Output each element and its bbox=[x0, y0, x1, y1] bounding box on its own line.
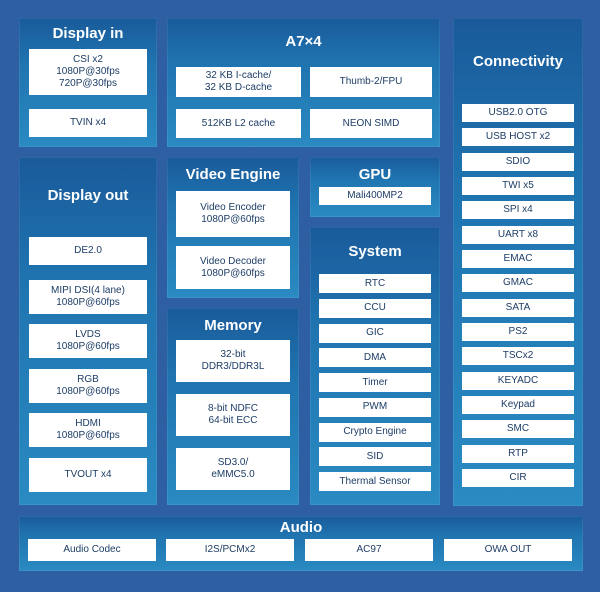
cpu-title: A7×4 bbox=[285, 33, 322, 50]
connectivity-item: TSCx2 bbox=[462, 347, 574, 366]
cpu-thumb: Thumb-2/FPU bbox=[310, 67, 432, 97]
connectivity-item: RTP bbox=[462, 444, 574, 463]
audio-ac97: AC97 bbox=[305, 539, 433, 561]
gpu-mali: Mali400MP2 bbox=[319, 187, 431, 205]
video-engine-block: Video Engine Video Encoder 1080P@60fps V… bbox=[167, 157, 299, 298]
display-out-tvout: TVOUT x4 bbox=[29, 458, 147, 492]
audio-codec: Audio Codec bbox=[28, 539, 156, 561]
cpu-cache: 32 KB I-cache/ 32 KB D-cache bbox=[176, 67, 301, 97]
connectivity-block: Connectivity USB2.0 OTG USB HOST x2 SDIO TW… bbox=[453, 18, 583, 506]
video-decoder: Video Decoder 1080P@60fps bbox=[176, 246, 290, 289]
system-title: System bbox=[348, 243, 402, 260]
display-out-block: Display out DE2.0 MIPI DSI(4 lane) 1080P… bbox=[19, 157, 157, 505]
audio-block: Audio Audio Codec I2S/PCMx2 AC97 OWA OUT bbox=[19, 516, 583, 571]
connectivity-item: GMAC bbox=[462, 274, 574, 293]
audio-owa: OWA OUT bbox=[444, 539, 572, 561]
display-out-title: Display out bbox=[47, 187, 129, 204]
display-out-mipi: MIPI DSI(4 lane) 1080P@60fps bbox=[29, 280, 147, 314]
system-item: GIC bbox=[319, 323, 431, 343]
connectivity-item: SPI x4 bbox=[462, 201, 574, 220]
memory-ddr: 32-bit DDR3/DDR3L bbox=[176, 340, 290, 382]
display-out-de: DE2.0 bbox=[29, 237, 147, 265]
system-item: Crypto Engine bbox=[319, 422, 431, 442]
system-item: SID bbox=[319, 447, 431, 467]
memory-block: Memory 32-bit DDR3/DDR3L 8-bit NDFC 64-b… bbox=[167, 308, 299, 505]
system-item: RTC bbox=[319, 274, 431, 293]
video-encoder: Video Encoder 1080P@60fps bbox=[176, 191, 290, 237]
memory-nand: 8-bit NDFC 64-bit ECC bbox=[176, 394, 290, 436]
connectivity-item: Keypad bbox=[462, 395, 574, 414]
connectivity-item: TWI x5 bbox=[462, 176, 574, 195]
audio-title: Audio bbox=[279, 519, 323, 536]
display-out-lvds: LVDS 1080P@60fps bbox=[29, 324, 147, 358]
gpu-block: GPU Mali400MP2 bbox=[310, 157, 440, 217]
cpu-l2: 512KB L2 cache bbox=[176, 109, 301, 138]
display-out-hdmi: HDMI 1080P@60fps bbox=[29, 413, 147, 447]
system-item: CCU bbox=[319, 298, 431, 318]
video-engine-title: Video Engine bbox=[185, 166, 281, 183]
system-item: Timer bbox=[319, 373, 431, 392]
system-item: DMA bbox=[319, 348, 431, 368]
cpu-neon: NEON SIMD bbox=[310, 109, 432, 138]
connectivity-item: USB2.0 OTG bbox=[462, 104, 574, 122]
memory-title: Memory bbox=[204, 317, 262, 334]
connectivity-item: KEYADC bbox=[462, 371, 574, 390]
system-item: Thermal Sensor bbox=[319, 472, 431, 491]
system-item: PWM bbox=[319, 397, 431, 417]
connectivity-item: SDIO bbox=[462, 152, 574, 171]
connectivity-item: SATA bbox=[462, 298, 574, 317]
display-out-rgb: RGB 1080P@60fps bbox=[29, 369, 147, 403]
gpu-title: GPU bbox=[358, 166, 392, 183]
display-in-csi: CSI x2 1080P@30fps 720P@30fps bbox=[29, 49, 147, 95]
display-in-block: Display in CSI x2 1080P@30fps 720P@30fps… bbox=[19, 18, 157, 147]
audio-i2s: I2S/PCMx2 bbox=[166, 539, 294, 561]
display-in-tvin: TVIN x4 bbox=[29, 109, 147, 137]
connectivity-item: PS2 bbox=[462, 322, 574, 341]
cpu-block: A7×4 32 KB I-cache/ 32 KB D-cache Thumb-… bbox=[167, 18, 440, 147]
display-in-title: Display in bbox=[52, 25, 124, 42]
connectivity-item: EMAC bbox=[462, 249, 574, 268]
memory-sd: SD3.0/ eMMC5.0 bbox=[176, 448, 290, 490]
connectivity-title: Connectivity bbox=[472, 53, 563, 70]
connectivity-item: CIR bbox=[462, 468, 574, 487]
connectivity-item: SMC bbox=[462, 420, 574, 439]
connectivity-item: USB HOST x2 bbox=[462, 128, 574, 147]
connectivity-item: UART x8 bbox=[462, 225, 574, 244]
